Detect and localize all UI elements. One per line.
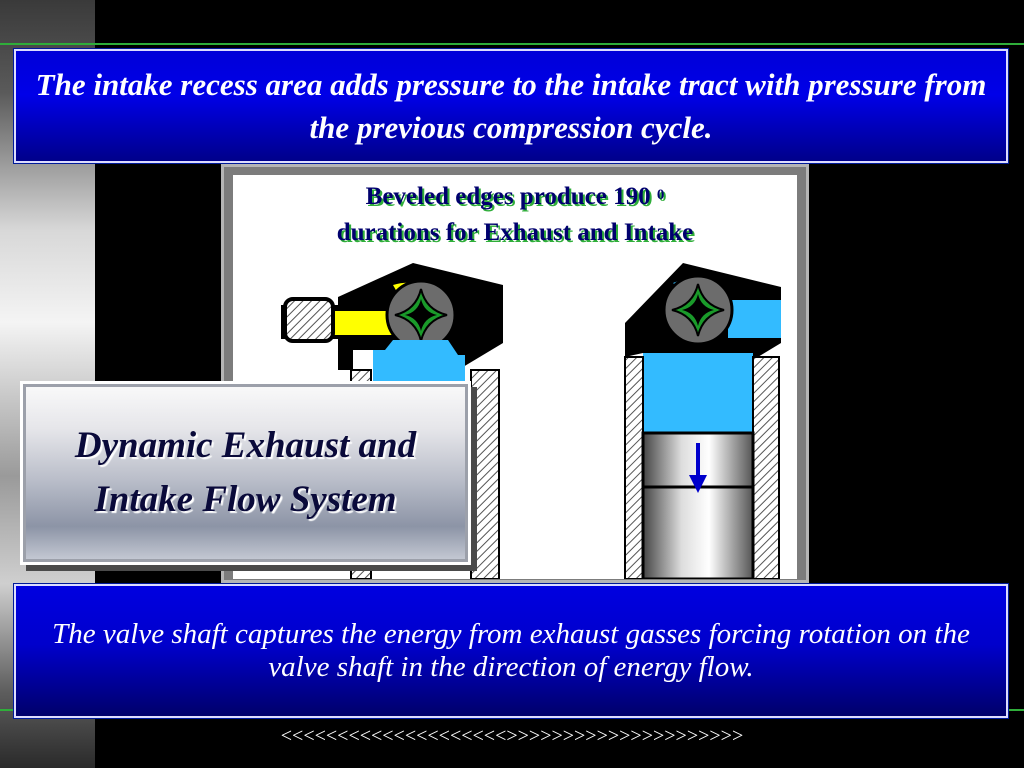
right-wall-right	[752, 356, 780, 579]
footer-arrow-navigation[interactable]: <<<<<<<<<<<<<<<<<<<<>>>>>>>>>>>>>>>>>>>>…	[280, 725, 744, 747]
title-card: Dynamic Exhaust and Intake Flow System	[20, 381, 471, 565]
down-arrow-icon	[689, 443, 707, 493]
diagram-caption-line1: Beveled edges produce 190	[365, 183, 651, 210]
bottom-banner-text: The valve shaft captures the energy from…	[52, 618, 970, 683]
right-wall-left	[624, 356, 644, 579]
diagram-caption-line2: durations for Exhaust and Intake	[336, 219, 694, 246]
top-green-rule	[0, 43, 1024, 45]
diagram-caption-superscript: 0	[656, 187, 665, 203]
right-cylinder	[624, 263, 781, 579]
slide-title: Dynamic Exhaust and Intake Flow System	[74, 425, 417, 520]
left-rotary-valve	[385, 279, 457, 351]
right-rotary-valve	[662, 274, 734, 346]
bottom-banner: The valve shaft captures the energy from…	[13, 583, 1009, 719]
exhaust-port	[728, 300, 781, 338]
left-wall-right	[470, 369, 500, 579]
top-banner: The intake recess area adds pressure to …	[13, 48, 1009, 164]
top-banner-text: The intake recess area adds pressure to …	[35, 67, 987, 145]
right-chamber	[643, 353, 753, 433]
left-chamber	[373, 340, 465, 385]
intake-port-hatch	[283, 297, 335, 343]
diagram-caption: Beveled edges produce 190 0 durations fo…	[233, 179, 797, 251]
